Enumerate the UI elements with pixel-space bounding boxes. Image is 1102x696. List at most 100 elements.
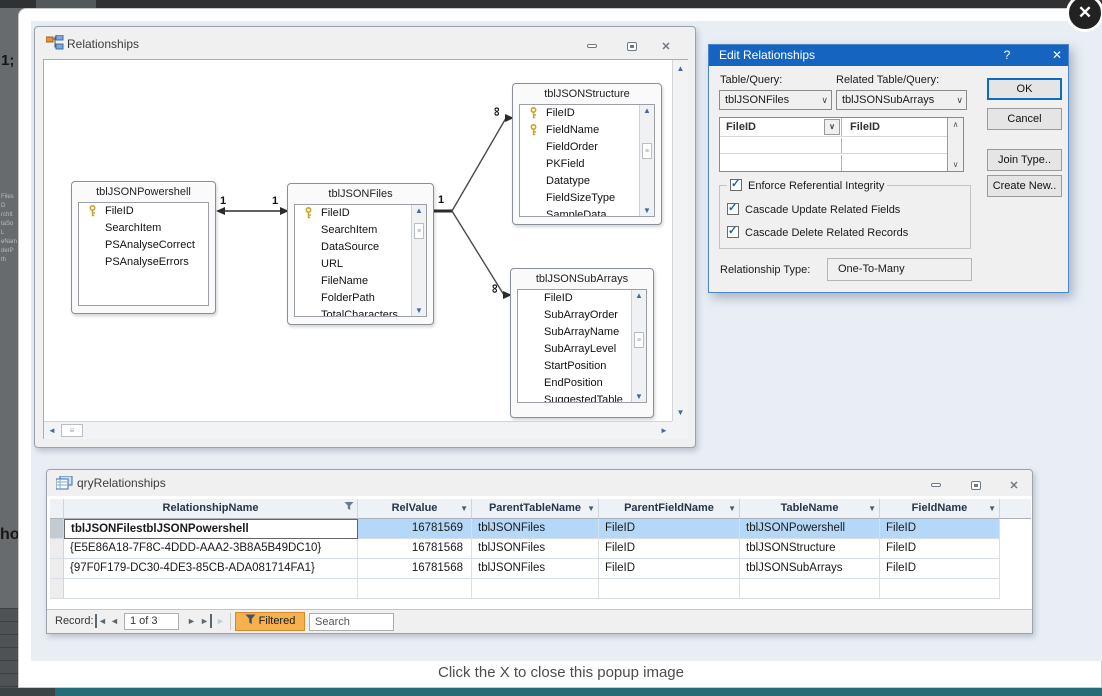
filtered-toggle-button[interactable]: Filtered bbox=[235, 612, 305, 631]
field-row[interactable]: EndPosition bbox=[544, 377, 603, 389]
column-header-fieldname[interactable]: FieldName ▼ bbox=[880, 499, 1000, 519]
popup-close-button[interactable]: ✕ bbox=[1066, 0, 1102, 32]
field-row[interactable]: SuggestedTable bbox=[544, 394, 623, 403]
row-selector[interactable] bbox=[50, 539, 64, 559]
table-box-tbljsonsubarrays[interactable]: tblJSONSubArrays FileID SubArrayOrder Su… bbox=[510, 268, 654, 418]
field-row[interactable]: FileName bbox=[321, 275, 369, 287]
column-header-parentfieldname[interactable]: ParentFieldName ▼ bbox=[599, 499, 740, 519]
search-input[interactable]: Search bbox=[309, 613, 394, 631]
field-list-scrollbar[interactable]: ▲ ≡ ▼ bbox=[411, 205, 426, 316]
field-row[interactable]: SearchItem bbox=[321, 224, 378, 236]
dialog-title-bar[interactable]: Edit Relationships bbox=[709, 45, 1068, 66]
join-row[interactable] bbox=[720, 138, 948, 154]
field-row[interactable]: PKField bbox=[546, 158, 585, 170]
checkbox-checked-icon[interactable]: ✓ bbox=[730, 178, 742, 191]
row-selector[interactable] bbox=[50, 579, 64, 599]
new-record-icon[interactable]: ► bbox=[216, 616, 225, 626]
cell-parenttablename[interactable]: tblJSONFiles bbox=[472, 539, 599, 559]
field-row[interactable]: StartPosition bbox=[544, 360, 607, 372]
select-all-corner[interactable] bbox=[50, 499, 64, 519]
field-list-scrollbar[interactable]: ▲ ≡ ▼ bbox=[639, 105, 654, 216]
diagram-vertical-scrollbar[interactable]: ▲ ▼ bbox=[672, 60, 688, 421]
chevron-down-icon[interactable]: ▼ bbox=[728, 504, 736, 513]
join-row[interactable] bbox=[720, 155, 948, 171]
scroll-thumb[interactable]: ≡ bbox=[61, 424, 83, 437]
ok-button[interactable]: OK bbox=[987, 78, 1062, 100]
restore-icon[interactable] bbox=[621, 38, 643, 54]
first-record-icon[interactable]: ◄ bbox=[95, 614, 107, 628]
cell-parentfieldname[interactable]: FileID bbox=[599, 519, 740, 539]
cell-fieldname[interactable]: FileID bbox=[880, 519, 1000, 539]
enforce-referential-integrity-checkbox[interactable]: ✓Enforce Referential Integrity bbox=[727, 178, 888, 193]
field-row[interactable]: DataSource bbox=[321, 241, 380, 253]
cell-relvalue[interactable]: 16781568 bbox=[358, 559, 472, 579]
chevron-down-icon[interactable]: ▼ bbox=[868, 504, 876, 513]
cascade-update-checkbox[interactable]: ✓Cascade Update Related Fields bbox=[727, 202, 901, 216]
field-row[interactable]: FieldSizeType bbox=[546, 192, 616, 204]
field-row[interactable]: SearchItem bbox=[105, 222, 162, 234]
scroll-thumb[interactable]: ≡ bbox=[642, 143, 652, 159]
scroll-down-icon[interactable]: ▼ bbox=[635, 392, 643, 401]
cell-parentfieldname[interactable]: FileID bbox=[599, 539, 740, 559]
record-position-input[interactable]: 1 of 3 bbox=[124, 613, 179, 630]
scroll-thumb[interactable]: ≡ bbox=[414, 223, 424, 239]
column-header-parenttablename[interactable]: ParentTableName ▼ bbox=[472, 499, 599, 519]
last-record-icon[interactable]: ► bbox=[200, 614, 212, 628]
field-row[interactable]: SubArrayOrder bbox=[544, 309, 618, 321]
join-type-button[interactable]: Join Type.. bbox=[987, 149, 1062, 171]
field-row[interactable]: FolderPath bbox=[321, 292, 375, 304]
scroll-up-icon[interactable]: ▲ bbox=[643, 106, 651, 115]
left-join-field-cell[interactable]: FileID ∨ bbox=[720, 118, 842, 136]
cell-relvalue[interactable]: 16781569 bbox=[358, 519, 472, 539]
cell-relationshipname[interactable]: {97F0F179-DC30-4DE3-85CB-ADA081714FA1} bbox=[64, 559, 358, 579]
minimize-icon[interactable] bbox=[581, 38, 603, 54]
field-row[interactable]: SampleData bbox=[546, 209, 607, 217]
table-box-tbljsonstructure[interactable]: tblJSONStructure FileID FieldName FieldO… bbox=[512, 83, 662, 225]
table-box-tbljsonfiles[interactable]: tblJSONFiles FileID SearchItem DataSourc… bbox=[287, 183, 434, 325]
table-query-select[interactable]: tblJSONFiles ∨ bbox=[719, 90, 832, 110]
restore-icon[interactable] bbox=[965, 477, 987, 493]
minimize-icon[interactable] bbox=[925, 477, 947, 493]
column-header-tablename[interactable]: TableName ▼ bbox=[740, 499, 880, 519]
cell-relationshipname[interactable]: tblJSONFilestblJSONPowershell bbox=[64, 519, 358, 539]
cell-relvalue[interactable]: 16781568 bbox=[358, 539, 472, 559]
table-box-tbljsonpowershell[interactable]: tblJSONPowershell FileID SearchItem PSAn… bbox=[71, 181, 216, 314]
row-selector[interactable] bbox=[50, 519, 64, 539]
row-selector[interactable] bbox=[50, 559, 64, 579]
diagram-horizontal-scrollbar[interactable]: ◄ ≡ ► bbox=[44, 421, 672, 439]
field-row[interactable]: FileID bbox=[295, 205, 426, 222]
create-new-button[interactable]: Create New.. bbox=[987, 175, 1062, 197]
related-table-query-select[interactable]: tblJSONSubArrays ∨ bbox=[836, 90, 967, 110]
field-row[interactable]: PSAnalyseCorrect bbox=[105, 239, 195, 251]
cell-parentfieldname[interactable]: FileID bbox=[599, 559, 740, 579]
field-list-scrollbar[interactable]: ▲ ≡ ▼ bbox=[631, 290, 646, 402]
cell-fieldname[interactable]: FileID bbox=[880, 539, 1000, 559]
relationship-lines[interactable] bbox=[44, 60, 672, 421]
field-row[interactable]: URL bbox=[321, 258, 344, 270]
join-row[interactable]: FileID ∨ FileID bbox=[720, 118, 948, 137]
field-row[interactable]: FieldName bbox=[520, 122, 654, 139]
cell-parenttablename[interactable]: tblJSONFiles bbox=[472, 519, 599, 539]
column-header-relvalue[interactable]: RelValue ▼ bbox=[358, 499, 472, 519]
scroll-down-icon[interactable]: ▼ bbox=[415, 306, 423, 315]
field-row[interactable]: SubArrayLevel bbox=[544, 343, 617, 355]
grid-scrollbar[interactable]: ∧ ∨ bbox=[947, 118, 963, 171]
close-icon[interactable]: ✕ bbox=[661, 40, 671, 53]
scroll-right-icon[interactable]: ► bbox=[660, 426, 668, 435]
help-icon[interactable]: ? bbox=[1003, 48, 1011, 62]
window-title-bar[interactable] bbox=[47, 470, 1032, 496]
scroll-up-icon[interactable]: ▲ bbox=[415, 206, 423, 215]
cell-relationshipname[interactable]: {E5E86A18-7F8C-4DDD-AAA2-3B8A5B49DC10} bbox=[64, 539, 358, 559]
field-row[interactable]: FileID bbox=[79, 203, 208, 220]
previous-record-icon[interactable]: ◄ bbox=[110, 616, 119, 626]
field-row[interactable]: FileID bbox=[544, 292, 573, 304]
right-join-field-cell[interactable]: FileID bbox=[850, 121, 880, 133]
field-row[interactable]: FileID bbox=[520, 105, 654, 122]
field-row[interactable]: FieldOrder bbox=[546, 141, 598, 153]
cell-tablename[interactable]: tblJSONSubArrays bbox=[740, 559, 880, 579]
scroll-up-icon[interactable]: ∧ bbox=[952, 120, 959, 129]
field-row[interactable]: PSAnalyseErrors bbox=[105, 256, 189, 268]
next-record-icon[interactable]: ► bbox=[187, 616, 196, 626]
checkbox-checked-icon[interactable]: ✓ bbox=[727, 225, 739, 238]
checkbox-checked-icon[interactable]: ✓ bbox=[727, 202, 739, 215]
